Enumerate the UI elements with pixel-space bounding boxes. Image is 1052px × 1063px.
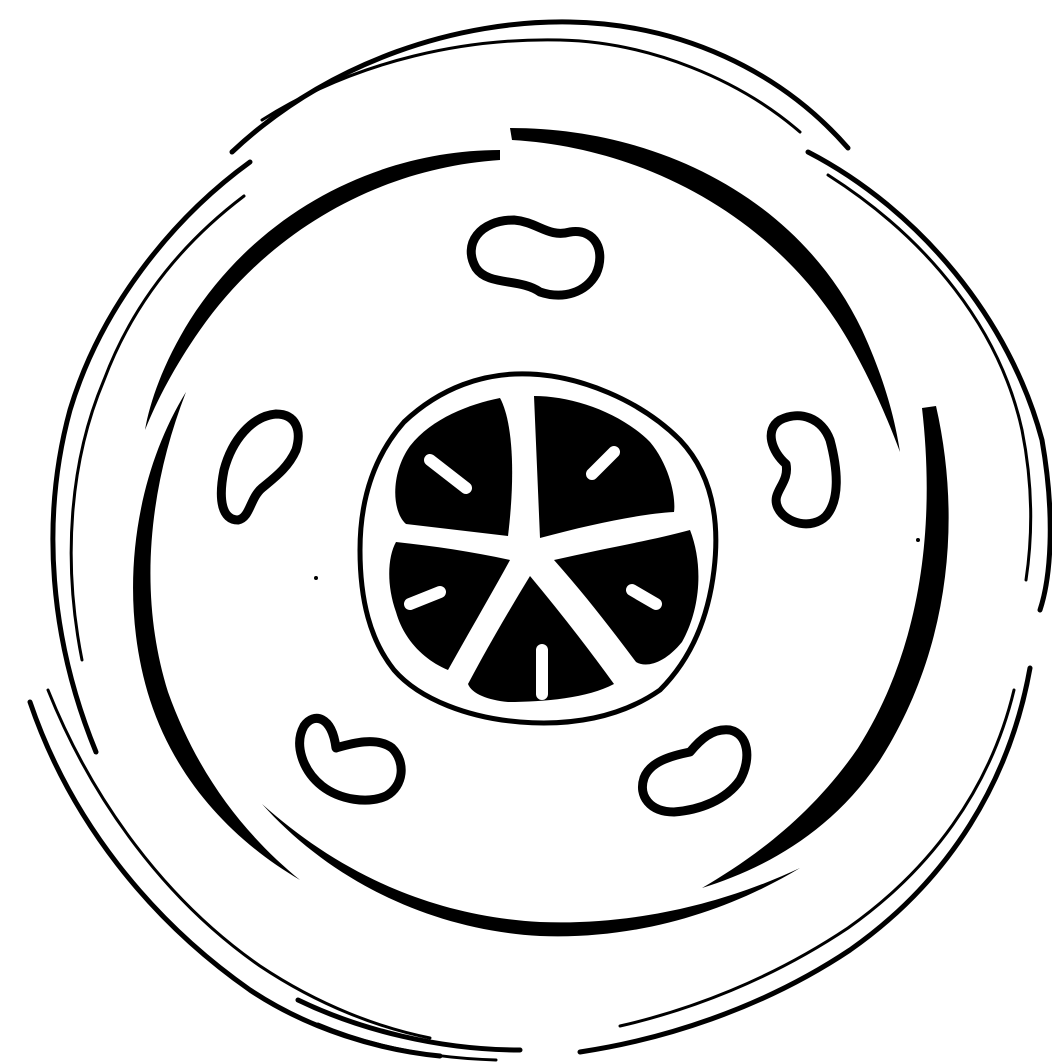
speck-right	[916, 538, 920, 542]
speck-left	[314, 576, 318, 580]
